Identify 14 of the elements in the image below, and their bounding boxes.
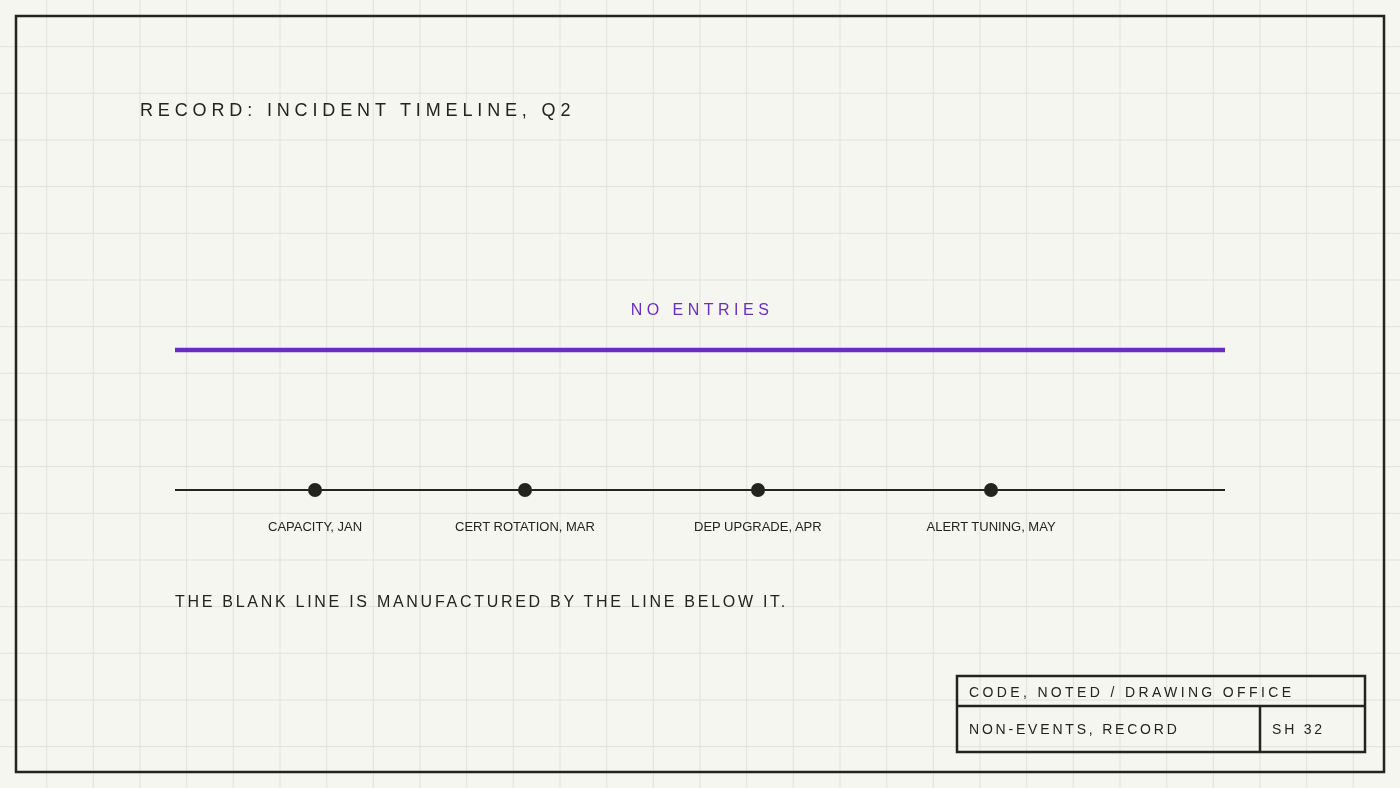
sheet-title: NON-EVENTS, RECORD — [969, 720, 1180, 738]
event-dot-icon — [984, 483, 998, 497]
event-dot-icon — [308, 483, 322, 497]
event-label: CERT ROTATION, MAR — [455, 517, 595, 535]
title-block-heading: CODE, NOTED / DRAWING OFFICE — [969, 683, 1295, 701]
event-label: CAPACITY, JAN — [268, 517, 363, 535]
event-label: DEP UPGRADE, APR — [694, 517, 822, 535]
empty-state-label: NO ENTRIES — [630, 299, 774, 320]
sheet-number: SH 32 — [1272, 720, 1325, 738]
event-dot-icon — [518, 483, 532, 497]
event-label: ALERT TUNING, MAY — [926, 517, 1056, 535]
caption-note: THE BLANK LINE IS MANUFACTURED BY THE LINE BELOW IT. — [175, 591, 788, 612]
event-dot-icon — [751, 483, 765, 497]
diagram-title: RECORD: INCIDENT TIMELINE, Q2 — [140, 98, 576, 122]
